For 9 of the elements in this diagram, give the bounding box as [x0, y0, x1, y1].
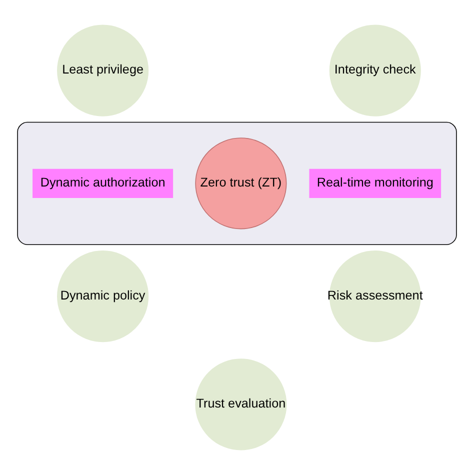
- node-circle: Trust evaluation: [195, 358, 287, 450]
- node-box: Dynamic authorization: [32, 168, 174, 198]
- node-circle: Risk assessment: [329, 250, 421, 342]
- cluster: [17, 121, 457, 244]
- node-circle: Integrity check: [329, 24, 421, 116]
- node-circle: Zero trust (ZT): [195, 137, 287, 229]
- node-circle: Least privilege: [57, 24, 149, 116]
- node-box: Real-time monitoring: [309, 168, 442, 198]
- node-circle: Dynamic policy: [57, 250, 149, 342]
